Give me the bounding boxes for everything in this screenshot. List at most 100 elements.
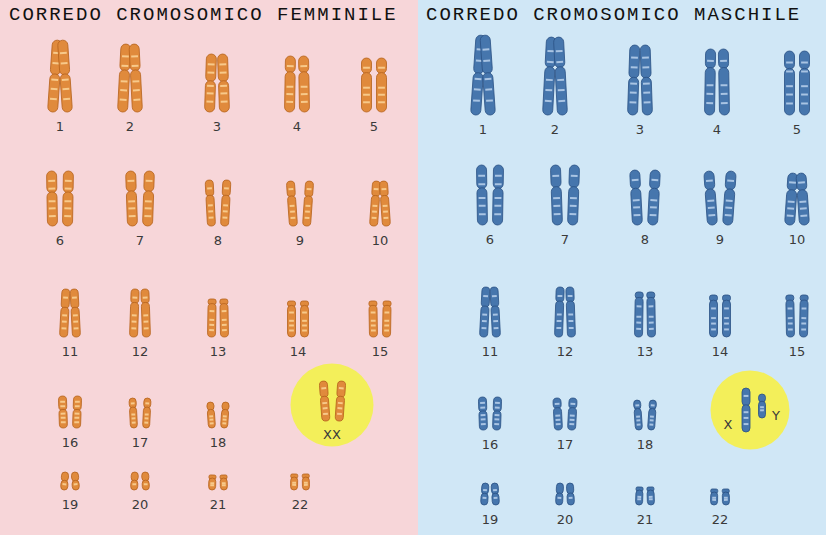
chromosome xyxy=(796,173,810,226)
chromosome-number: 20 xyxy=(132,498,149,513)
chromosome-number: 5 xyxy=(370,120,378,135)
chromosome-number: 19 xyxy=(62,498,79,513)
chromosome xyxy=(640,45,652,115)
chromosome xyxy=(221,180,231,226)
chromosome xyxy=(566,287,576,337)
chromosome xyxy=(711,489,718,505)
chromosome xyxy=(710,295,718,337)
chromosome xyxy=(568,165,580,225)
chromosome-number: 1 xyxy=(56,120,64,135)
chromosome xyxy=(217,54,229,112)
chromosome-number: 16 xyxy=(62,436,79,451)
chromosome xyxy=(800,51,810,115)
chromosome-number: 18 xyxy=(210,436,227,451)
male-panel: CORREDO CROMOSOMICO MASCHILEXY xyxy=(418,0,826,535)
chromosome xyxy=(377,58,387,112)
chromosome xyxy=(636,487,644,505)
chromosome-number: 20 xyxy=(557,513,574,528)
chromosome xyxy=(476,165,487,225)
chromosome-number: 13 xyxy=(637,345,654,360)
chromosome xyxy=(555,287,565,337)
chromosome-number: 7 xyxy=(136,234,144,249)
chromosome xyxy=(221,402,230,428)
chromosome xyxy=(60,289,71,337)
chromosome xyxy=(628,45,640,115)
chromosome-number: 9 xyxy=(716,233,724,248)
chromosome-number: 3 xyxy=(636,123,644,138)
chromosome xyxy=(556,483,564,505)
chromosome xyxy=(319,381,330,421)
chromosome xyxy=(141,289,151,337)
chromosome-number: 8 xyxy=(214,234,222,249)
chromosome xyxy=(118,44,132,112)
chromosome xyxy=(723,295,731,337)
chromosome xyxy=(220,299,229,337)
panel-ground xyxy=(418,0,826,535)
chromosome xyxy=(800,295,809,337)
chromosome xyxy=(370,181,381,226)
chromosome xyxy=(704,171,718,226)
panel-ground xyxy=(0,0,418,535)
chromosome xyxy=(647,487,655,505)
chromosome xyxy=(205,180,215,226)
chromosome-number: 13 xyxy=(210,345,227,360)
chromosome xyxy=(209,475,217,490)
sex-chromosome-circle: XY xyxy=(710,370,790,450)
chromosome xyxy=(291,474,298,490)
chromosome xyxy=(490,287,501,337)
chromosome-number: 11 xyxy=(482,345,499,360)
chromosome-number: 3 xyxy=(213,120,221,135)
chromosome xyxy=(70,289,81,337)
chromosome xyxy=(129,44,143,112)
chromosome xyxy=(566,483,574,505)
chromosome-number: 4 xyxy=(293,120,301,135)
chromosome xyxy=(143,398,152,428)
sex-chromosome-label: XX xyxy=(323,428,341,443)
chromosome xyxy=(335,381,346,421)
chromosome xyxy=(303,181,314,226)
sex-chromosome-label: Y xyxy=(772,409,780,424)
chromosome-number: 14 xyxy=(290,345,307,360)
chromosome-number: 5 xyxy=(793,123,801,138)
chromosome-number: 6 xyxy=(486,233,494,248)
chromosome xyxy=(126,171,138,226)
chromosome-number: 2 xyxy=(126,120,134,135)
chromosome xyxy=(493,397,502,430)
chromosome-number: 12 xyxy=(132,345,149,360)
chromosome xyxy=(722,489,729,505)
chromosome-number: 17 xyxy=(557,438,574,453)
chromosome xyxy=(131,472,139,490)
chromosome xyxy=(288,301,296,337)
chromosome-number: 16 xyxy=(482,438,499,453)
chromosome-number: 21 xyxy=(210,498,227,513)
chromosome xyxy=(369,301,378,337)
sex-chromosome-label: X xyxy=(724,418,733,433)
chromosome-number: 19 xyxy=(482,513,499,528)
chromosome xyxy=(129,398,138,428)
chromosome xyxy=(57,40,72,113)
chromosome-number: 11 xyxy=(62,345,79,360)
chromosome xyxy=(47,171,58,226)
chromosome xyxy=(143,171,155,226)
chromosome xyxy=(786,295,795,337)
chromosome xyxy=(205,54,217,112)
chromosome xyxy=(73,396,82,428)
chromosome xyxy=(742,388,750,432)
chromosome xyxy=(207,402,216,428)
chromosome xyxy=(286,181,297,226)
chromosome xyxy=(785,51,795,115)
chromosome xyxy=(58,396,67,428)
chromosome xyxy=(379,181,390,226)
chromosome-number: 15 xyxy=(372,345,389,360)
chromosome-number: 8 xyxy=(641,233,649,248)
chromosome xyxy=(61,472,69,490)
sex-chromosome-circle: XX xyxy=(290,363,374,447)
chromosome xyxy=(285,56,296,112)
chromosome xyxy=(633,400,642,430)
chromosome-number: 18 xyxy=(637,438,654,453)
chromosome xyxy=(493,165,504,225)
chromosome xyxy=(480,35,496,116)
chromosome xyxy=(553,37,567,115)
chromosome xyxy=(130,289,140,337)
